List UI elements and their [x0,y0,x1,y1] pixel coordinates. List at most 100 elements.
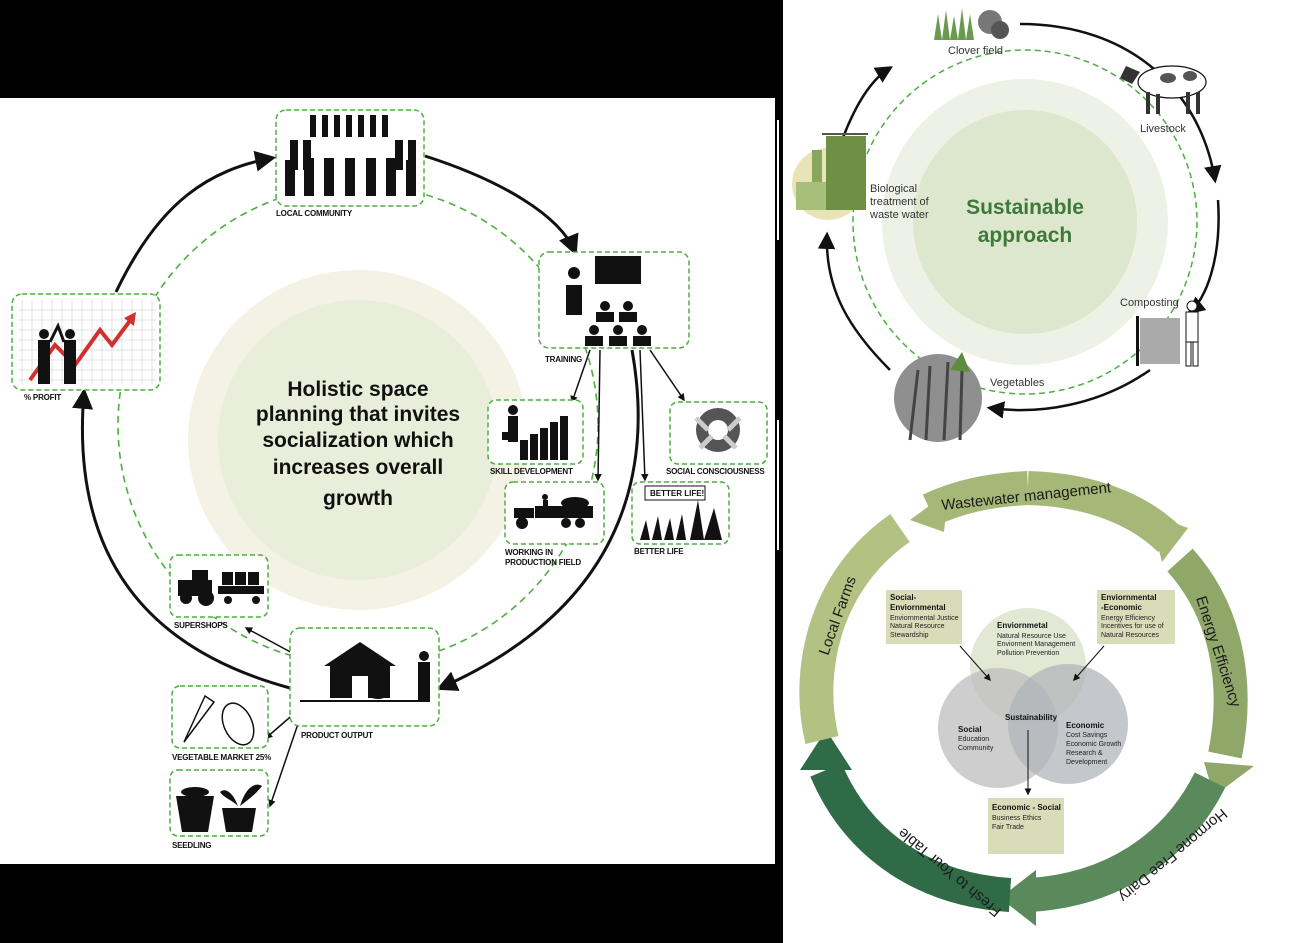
node-local-community: LOCAL COMMUNITY [275,109,425,218]
treatment-plant-icon [792,133,868,220]
venn-economic-l2: Economic Growth [1066,741,1121,748]
right-diagrams: Sustainable approach Clover field Livest… [792,8,1254,926]
venn-economic-l4: Development [1066,759,1107,766]
svg-text:SOCIAL CONSCIOUSNESS: SOCIAL CONSCIOUSNESS [666,467,765,476]
node-skill-development: SKILL DEVELOPMENT [487,399,584,476]
clover-field-icon [934,8,1009,40]
venn-enviro-l2: Enviorment Management [997,641,1075,648]
arrow-veg-bio [817,231,891,371]
cow-icon [1120,65,1207,114]
svg-text:LOCAL COMMUNITY: LOCAL COMMUNITY [276,209,353,218]
arrow-community-training [424,154,579,256]
center-inner-circle [218,300,498,580]
venn-economic-circle [1008,664,1128,784]
svg-text:SUPERSHOPS: SUPERSHOPS [174,621,228,630]
node-better-life: BETTER LIFE! BETTER LIFE [631,481,730,556]
sustainable-cycle: Sustainable approach Clover field Livest… [792,8,1222,442]
tractor-trailer-icon [514,494,593,529]
lecturer-icon [566,285,582,315]
box-economic-social: Economic - Social Business Ethics Fair T… [988,730,1064,854]
stairs-icon [502,405,568,460]
svg-text:% PROFIT: % PROFIT [24,393,61,402]
composting-icon [1136,300,1199,367]
svg-text:PRODUCT OUTPUT: PRODUCT OUTPUT [301,731,373,740]
svg-text:SEEDLING: SEEDLING [172,841,211,850]
sustainability-ring: Wastewater management Energy Efficiency … [799,471,1254,926]
venn-enviro-l1: Natural Resource Use [997,633,1066,640]
ring-fresh [810,763,1012,912]
svg-text:Stewardship: Stewardship [890,632,929,639]
node-product-output: PRODUCT OUTPUT [289,627,440,740]
profit-line-icon [28,316,134,382]
svg-text:Enviornmental Justice: Enviornmental Justice [890,615,959,622]
svg-text:WORKING IN: WORKING IN [505,548,553,557]
svg-text:Energy Efficiency: Energy Efficiency [1101,615,1155,622]
center-text: Holistic space [287,378,428,401]
label-bio-1: Biological [870,183,917,195]
label-clover: Clover field [948,45,1003,57]
people-crowd-icon [285,115,416,196]
svg-text:growth: growth [323,487,393,510]
node-seedling: SEEDLING [169,769,269,850]
svg-text:Economic - Social: Economic - Social [992,803,1061,812]
node-vegetable-market: VEGETABLE MARKET 25% [171,685,271,762]
arrow-output-profit [72,387,291,690]
seedling-pots-icon [176,784,262,832]
ring-hormone [1028,772,1226,912]
node-profit: % PROFIT [11,293,161,402]
svg-text:increases overall: increases overall [273,456,443,479]
carrot-icon [183,694,216,743]
svg-text:VEGETABLE MARKET 25%: VEGETABLE MARKET 25% [172,753,271,762]
svg-text:-Economic: -Economic [1101,603,1142,612]
svg-text:Incentives for use of: Incentives for use of [1101,623,1164,630]
tractor-crates-icon [178,570,264,606]
svg-text:Enviornmental: Enviornmental [890,603,946,612]
svg-text:BETTER LIFE: BETTER LIFE [634,547,684,556]
venn-economic-l1: Cost Savings [1066,732,1108,739]
divider-mark [777,420,779,550]
svg-text:Fair Trade: Fair Trade [992,824,1024,831]
node-social-consciousness: SOCIAL CONSCIOUSNESS [666,401,768,476]
node-working-in-production-field: WORKING IN PRODUCTION FIELD [504,481,605,567]
venn-social-l1: Education [958,736,989,743]
better-life-sign: BETTER LIFE! [650,489,704,498]
sustainable-title-1: Sustainable [966,196,1084,219]
venn-enviro-l3: Pollution Prevention [997,650,1059,657]
ring-energy [1167,548,1248,759]
svg-text:SKILL DEVELOPMENT: SKILL DEVELOPMENT [490,467,573,476]
center-line-4: increases overall [273,456,443,479]
hands-circle-icon [694,408,742,452]
label-vegetables: Vegetables [990,377,1045,389]
center-line-5: growth [323,487,393,510]
label-bio-2: treatment of [870,196,930,208]
blackboard-icon [595,256,641,284]
label-composting: Composting [1120,297,1179,309]
svg-text:Enviornmental: Enviornmental [1101,593,1157,602]
box-environmental-economic: Enviornmental -Economic Energy Efficienc… [1073,590,1175,682]
sustainable-dashed-ring [852,49,1198,395]
holistic-diagram: Holistic space planning that invites soc… [11,109,768,850]
arrow-training-output [436,349,640,691]
eggplant-icon [221,702,255,746]
handshake-people-icon [38,322,76,384]
vegetables-icon [894,352,982,442]
node-training: TRAINING [538,251,690,364]
sustainable-title-2: approach [978,224,1073,247]
svg-text:socialization which: socialization which [262,429,453,452]
label-bio-3: waste water [869,209,929,221]
venn-social-title: Social [958,725,982,734]
students-icon [585,301,651,346]
svg-text:Business Ethics: Business Ethics [992,815,1042,822]
ring-local [799,514,911,745]
svg-text:planning that invites: planning that invites [256,403,460,426]
venn-economic-l3: Research & [1066,750,1103,757]
venn-economic-title: Economic [1066,721,1105,730]
arrow-profit-community [114,150,277,293]
venn-center-title: Sustainability [1005,713,1058,722]
center-line-2: planning that invites [256,403,460,426]
farm-barn-icon [300,642,430,702]
raised-hands-icon [640,500,722,540]
svg-text:Social-: Social- [890,593,917,602]
divider-mark [777,120,779,240]
venn-enviro-title: Enviornmetal [997,621,1048,630]
